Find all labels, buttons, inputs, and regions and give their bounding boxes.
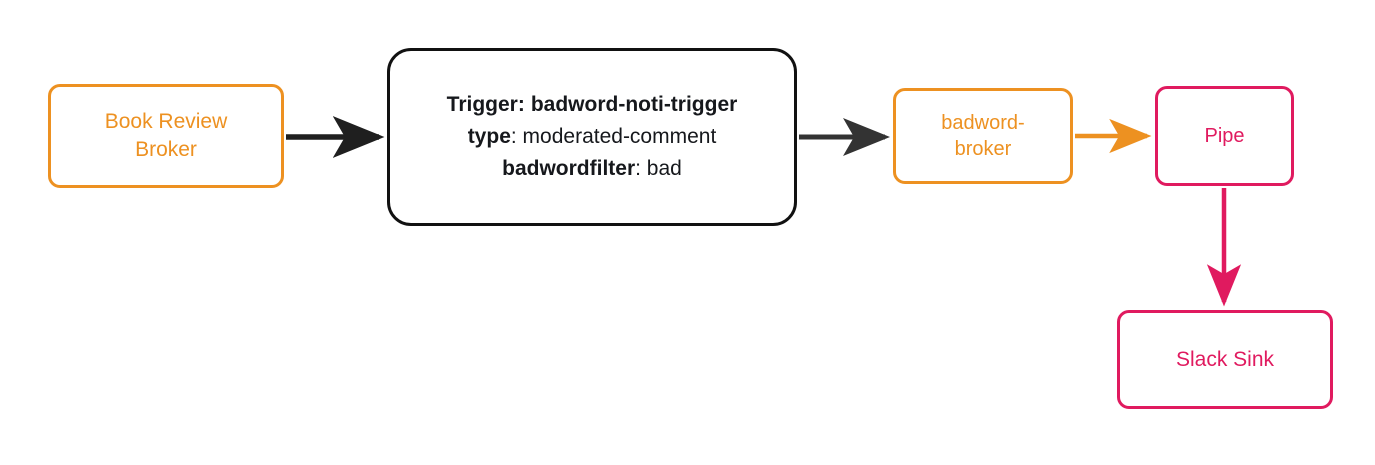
trigger-name-key: Trigger:: [446, 93, 525, 117]
node-pipe-label: Pipe: [1204, 124, 1245, 147]
trigger-line-type: type: moderated-comment: [468, 121, 717, 153]
node-slack-sink-label: Slack Sink: [1175, 347, 1275, 371]
node-badword-broker-label: badword- broker: [941, 111, 1025, 160]
node-book-review-broker[interactable]: Book Review Broker: [48, 84, 284, 188]
node-pipe[interactable]: Pipe: [1155, 86, 1294, 186]
trigger-line-name: Trigger:badword-noti-trigger: [447, 89, 738, 121]
node-trigger[interactable]: Trigger:badword-noti-trigger type: moder…: [387, 48, 797, 226]
node-slack-sink[interactable]: Slack Sink: [1117, 310, 1333, 409]
trigger-type-key: type: [467, 125, 511, 149]
trigger-name-value: badword-noti-trigger: [530, 93, 738, 117]
trigger-badwordfilter-value: : bad: [635, 156, 682, 180]
node-book-review-broker-label: Book Review Broker: [104, 110, 228, 161]
trigger-badwordfilter-key: badwordfilter: [502, 156, 636, 180]
node-badword-broker[interactable]: badword- broker: [893, 88, 1073, 184]
trigger-line-badwordfilter: badwordfilter: bad: [502, 153, 682, 185]
trigger-type-value: : moderated-comment: [510, 125, 717, 149]
